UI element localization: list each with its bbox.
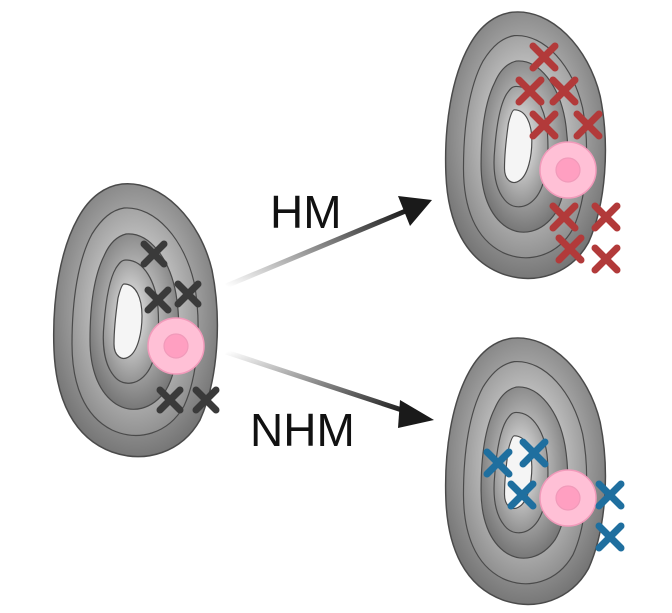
cross-mark-icon (573, 110, 603, 140)
hm-markers (515, 42, 621, 274)
cross-mark-icon (144, 286, 172, 314)
hm-cell-icon (539, 141, 597, 199)
cross-mark-icon (529, 42, 559, 72)
nhm-tissue-blob (444, 337, 607, 606)
cross-mark-icon (483, 448, 513, 478)
cross-mark-icon (515, 76, 545, 106)
cross-mark-icon (591, 202, 621, 232)
cross-mark-icon (555, 234, 585, 264)
initial-tissue-blob (52, 182, 219, 458)
initial-markers (140, 240, 220, 414)
cross-mark-icon (156, 386, 184, 414)
cross-mark-icon (140, 240, 168, 268)
cross-mark-icon (507, 480, 537, 510)
cross-mark-icon (519, 438, 549, 468)
cross-mark-icon (174, 280, 202, 308)
cross-mark-icon (529, 110, 559, 140)
nhm-label: NHM (250, 404, 355, 456)
arrow-right-icon (398, 400, 434, 428)
cross-mark-icon (595, 522, 625, 552)
cross-mark-icon (549, 202, 579, 232)
nhm-markers (483, 438, 625, 552)
cross-mark-icon (549, 76, 579, 106)
nhm-cell-icon (539, 469, 597, 527)
initial-cell-icon (147, 317, 205, 375)
cross-mark-icon (192, 386, 220, 414)
cross-mark-icon (591, 244, 621, 274)
arrow-right-icon (398, 196, 432, 226)
hm-label: HM (270, 186, 342, 238)
cross-mark-icon (595, 480, 625, 510)
nhm-arrow (225, 349, 434, 428)
hm-arrow (225, 196, 432, 289)
